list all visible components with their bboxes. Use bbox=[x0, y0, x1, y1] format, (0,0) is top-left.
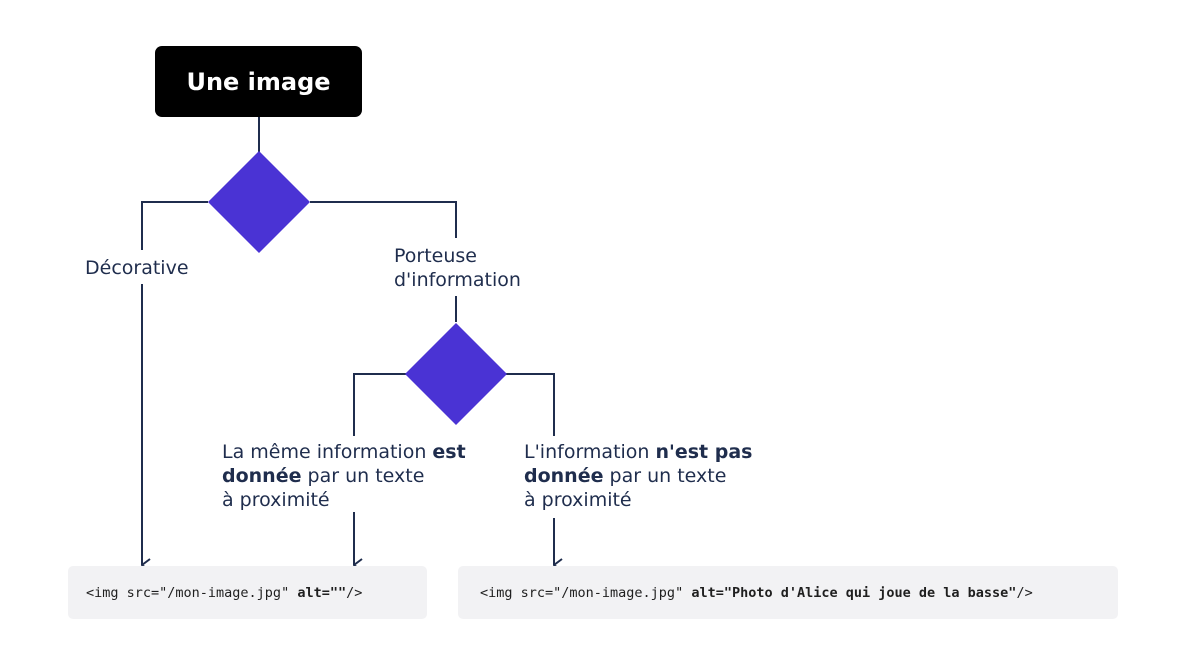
case-label-nearby-text: La même information est donnée par un te… bbox=[222, 441, 466, 511]
start-node: Une image bbox=[155, 46, 362, 117]
connector-decorative-branch bbox=[141, 201, 208, 250]
code-example-descriptive-alt: <img src="/mon-image.jpg" alt="Photo d'A… bbox=[458, 566, 1118, 619]
connector-nearby-text-branch bbox=[353, 373, 406, 436]
code-example-empty-alt: <img src="/mon-image.jpg" alt=""/> bbox=[68, 566, 427, 619]
decision-diamond-nearby-text bbox=[405, 323, 507, 425]
connector-informative-branch bbox=[310, 201, 457, 238]
branch-label-informative: Porteuse d'information bbox=[394, 245, 521, 291]
start-node-label: Une image bbox=[186, 67, 331, 96]
connector-no-nearby-text-branch bbox=[506, 373, 555, 436]
case-label-no-nearby-text: L'information n'est pas donnée par un te… bbox=[524, 441, 753, 511]
decision-diamond-image-type bbox=[208, 151, 310, 253]
branch-label-decorative: Décorative bbox=[85, 257, 189, 279]
